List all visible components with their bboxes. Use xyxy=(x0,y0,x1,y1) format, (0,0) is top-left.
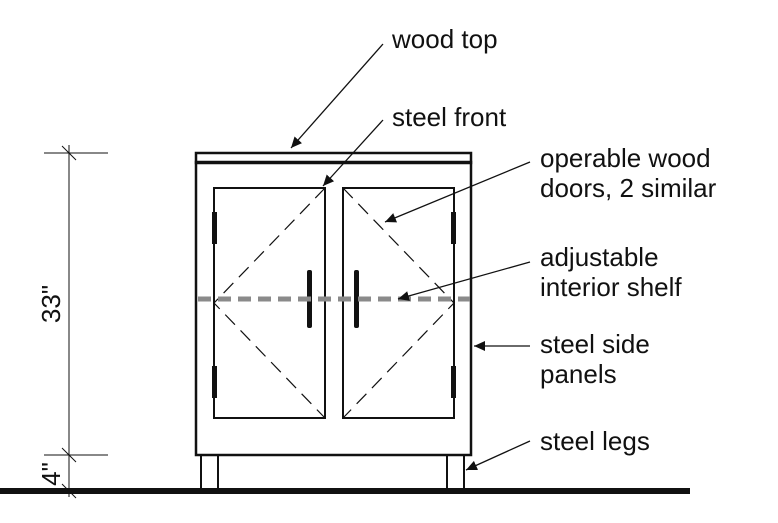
label-side-panels-2: panels xyxy=(540,359,617,389)
door-swing-lines xyxy=(213,187,455,419)
label-side-panels-1: steel side xyxy=(540,329,650,359)
label-shelf-2: interior shelf xyxy=(540,272,682,302)
cabinet-height-dimension: 33" xyxy=(36,285,66,323)
leader-wood-top xyxy=(290,43,384,149)
leader-lines xyxy=(290,43,531,471)
leader-steel-legs xyxy=(465,440,531,471)
cabinet-body xyxy=(194,160,473,457)
leader-interior-shelf xyxy=(397,261,531,301)
label-operable-doors-1: operable wood xyxy=(540,143,711,173)
label-operable-doors-2: doors, 2 similar xyxy=(540,173,717,203)
leader-operable-doors xyxy=(384,161,531,223)
label-steel-front: steel front xyxy=(392,102,507,132)
dimension-lines xyxy=(44,145,108,499)
door-handles xyxy=(307,270,359,328)
label-steel-legs: steel legs xyxy=(540,426,650,456)
right-door xyxy=(342,187,455,419)
label-shelf-1: adjustable xyxy=(540,242,659,272)
leg-height-dimension: 4" xyxy=(36,462,66,486)
steel-legs xyxy=(200,454,465,492)
leader-steel-front xyxy=(322,119,384,187)
door-hinges xyxy=(212,212,456,398)
label-wood-top: wood top xyxy=(391,24,498,54)
wood-top xyxy=(194,151,473,165)
